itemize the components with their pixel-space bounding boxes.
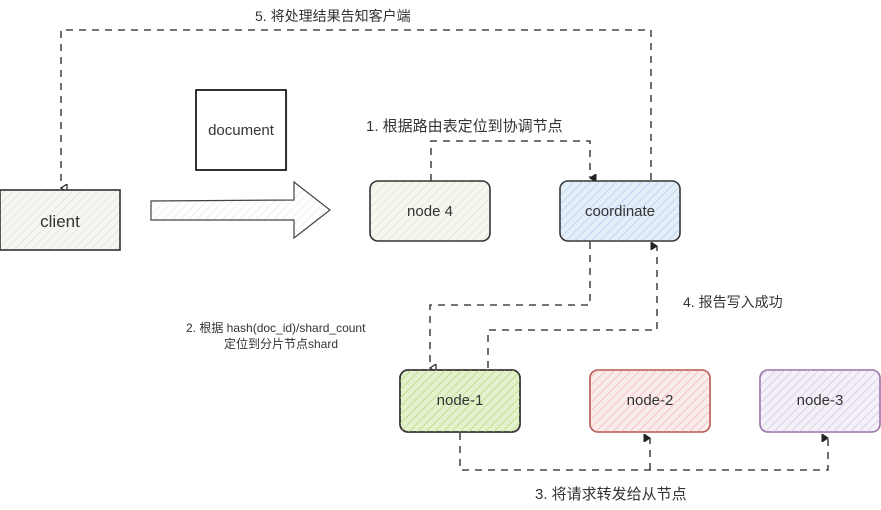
step4-label: 4. 报告写入成功: [683, 294, 783, 310]
edge-step5: [61, 29, 652, 188]
node-document[interactable]: document: [195, 89, 288, 171]
step1-label: 1. 根据路由表定位到协调节点: [366, 118, 563, 135]
node-node3[interactable]: node-3: [759, 369, 881, 433]
step3-label: 3. 将请求转发给从节点: [535, 486, 687, 503]
node-coordinate[interactable]: coordinate: [559, 180, 681, 242]
node-node2[interactable]: node-2: [589, 369, 711, 433]
node-node1[interactable]: node-1: [399, 369, 521, 433]
node3-label: node-3: [797, 392, 844, 409]
step2-label-line1: 2. 根据 hash(doc_id)/shard_count: [186, 321, 366, 335]
node-client[interactable]: client: [0, 189, 121, 251]
step5-label: 5. 将处理结果告知客户端: [255, 8, 411, 24]
edge-step2: [430, 242, 591, 368]
client-label: client: [40, 212, 80, 231]
request-arrow: [150, 180, 331, 240]
node2-label: node-2: [627, 392, 674, 409]
node-node4[interactable]: node 4: [369, 180, 491, 242]
node1-label: node-1: [437, 392, 484, 409]
edge-step3: [459, 433, 828, 471]
document-label: document: [208, 122, 275, 139]
node4-label: node 4: [407, 203, 453, 220]
coordinate-label: coordinate: [585, 203, 655, 220]
edge-step1: [430, 140, 590, 181]
edge-step4: [487, 246, 657, 368]
step2-label-line2: 定位到分片节点shard: [224, 336, 338, 351]
